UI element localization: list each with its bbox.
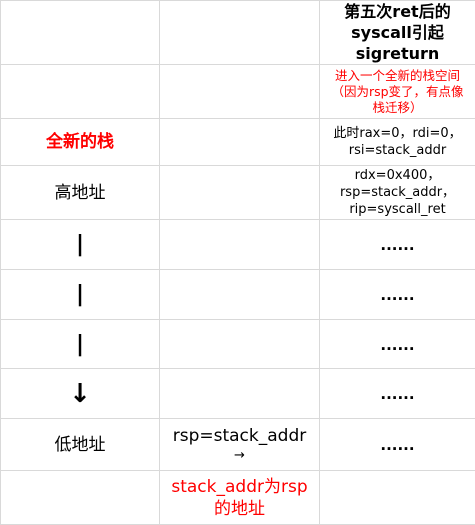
table-row: | ...... [1,320,475,369]
empty-cell [160,270,320,320]
header-line-1: 第五次ret后的 [320,1,475,22]
high-address-text: 高地址 [55,183,106,203]
pipe-cell: | [1,270,160,320]
arrow-cell: ↓ [1,369,160,419]
note-line-3: 栈迁移） [320,100,475,116]
empty-cell [320,471,475,525]
register-state-b: rdx=0x400， rsp=stack_addr， rip=syscall_r… [320,166,475,220]
annotation-line-2: 的地址 [160,498,319,520]
vertical-bar-symbol: | [76,232,84,257]
vertical-bar-symbol: | [76,282,84,307]
ellipsis-text: ...... [380,436,414,454]
rsp-pointer-text: rsp=stack_addr [160,425,319,447]
table-row: 第五次ret后的 syscall引起sigreturn [1,1,475,65]
empty-cell [160,65,320,119]
new-stack-text: 全新的栈 [46,132,114,152]
ellipsis-cell: ...... [320,419,475,471]
down-arrow-icon: ↓ [69,379,91,409]
table-row: | ...... [1,270,475,320]
empty-cell [1,65,160,119]
table-row: 全新的栈 此时rax=0，rdi=0， rsi=stack_addr [1,119,475,166]
table-row: stack_addr为rsp 的地址 [1,471,475,525]
ellipsis-cell: ...... [320,369,475,419]
ellipsis-cell: ...... [320,220,475,270]
annotation-line-1: stack_addr为rsp [160,476,319,498]
regs-a-line-1: 此时rax=0，rdi=0， [320,125,475,142]
table-row: | ...... [1,220,475,270]
header-line-2: syscall引起sigreturn [320,22,475,64]
low-address-text: 低地址 [55,435,106,455]
empty-cell [160,166,320,220]
high-address-label: 高地址 [1,166,160,220]
note-line-2: （因为rsp变了，有点像 [320,84,475,100]
low-address-label: 低地址 [1,419,160,471]
right-arrow-icon: → [160,447,319,464]
regs-b-line-2: rsp=stack_addr， [320,184,475,201]
pipe-cell: | [1,320,160,369]
note-line-1: 进入一个全新的栈空间 [320,68,475,84]
pipe-cell: | [1,220,160,270]
empty-cell [160,220,320,270]
empty-cell [1,1,160,65]
ellipsis-cell: ...... [320,270,475,320]
register-state-a: 此时rax=0，rdi=0， rsi=stack_addr [320,119,475,166]
table-row: ↓ ...... [1,369,475,419]
ellipsis-cell: ...... [320,320,475,369]
stack-note: 进入一个全新的栈空间 （因为rsp变了，有点像 栈迁移） [320,65,475,119]
empty-cell [160,119,320,166]
table-row: 低地址 rsp=stack_addr → ...... [1,419,475,471]
empty-cell [160,1,320,65]
table-row: 高地址 rdx=0x400， rsp=stack_addr， rip=sysca… [1,166,475,220]
ellipsis-text: ...... [380,236,414,254]
table-row: 进入一个全新的栈空间 （因为rsp变了，有点像 栈迁移） [1,65,475,119]
empty-cell [1,471,160,525]
regs-a-line-2: rsi=stack_addr [320,142,475,159]
regs-b-line-1: rdx=0x400， [320,167,475,184]
ellipsis-text: ...... [380,385,414,403]
empty-cell [160,369,320,419]
rsp-annotation-cell: stack_addr为rsp 的地址 [160,471,320,525]
regs-b-line-3: rip=syscall_ret [320,201,475,218]
rsp-pointer-cell: rsp=stack_addr → [160,419,320,471]
column-header: 第五次ret后的 syscall引起sigreturn [320,1,475,65]
ellipsis-text: ...... [380,336,414,354]
empty-cell [160,320,320,369]
vertical-bar-symbol: | [76,332,84,357]
ellipsis-text: ...... [380,286,414,304]
new-stack-label: 全新的栈 [1,119,160,166]
